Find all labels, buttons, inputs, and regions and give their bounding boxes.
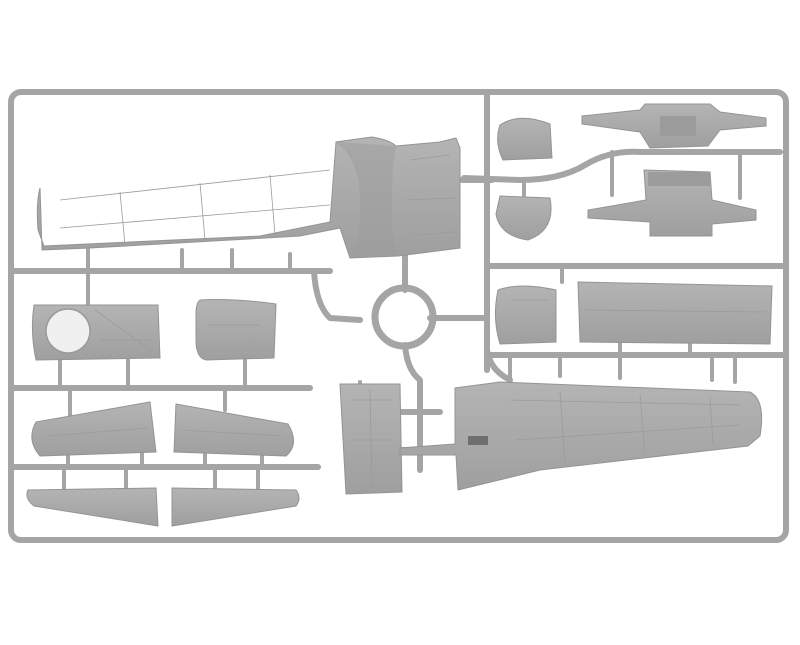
wheel-well-disc-lower (495, 195, 552, 241)
wheel-well-disc-upper (497, 117, 553, 161)
tailplane-left (31, 401, 157, 457)
radiator-housing (494, 285, 557, 345)
sprue-code-label (14, 90, 46, 102)
sprue-ring (371, 284, 437, 350)
cowl-panel (195, 299, 277, 361)
elevator-left (26, 487, 159, 527)
bulkhead-upper (581, 103, 767, 149)
flap-panel (577, 281, 773, 345)
wing-lower-right (399, 381, 763, 491)
tailplane-right (173, 403, 294, 457)
bulkhead-lower (587, 169, 757, 237)
elevator-right (171, 487, 300, 527)
wing-root-fairing (339, 383, 403, 495)
wing-upper-left (36, 136, 461, 259)
attachment-gates (58, 150, 742, 492)
engine-nacelle-panel (31, 304, 161, 361)
